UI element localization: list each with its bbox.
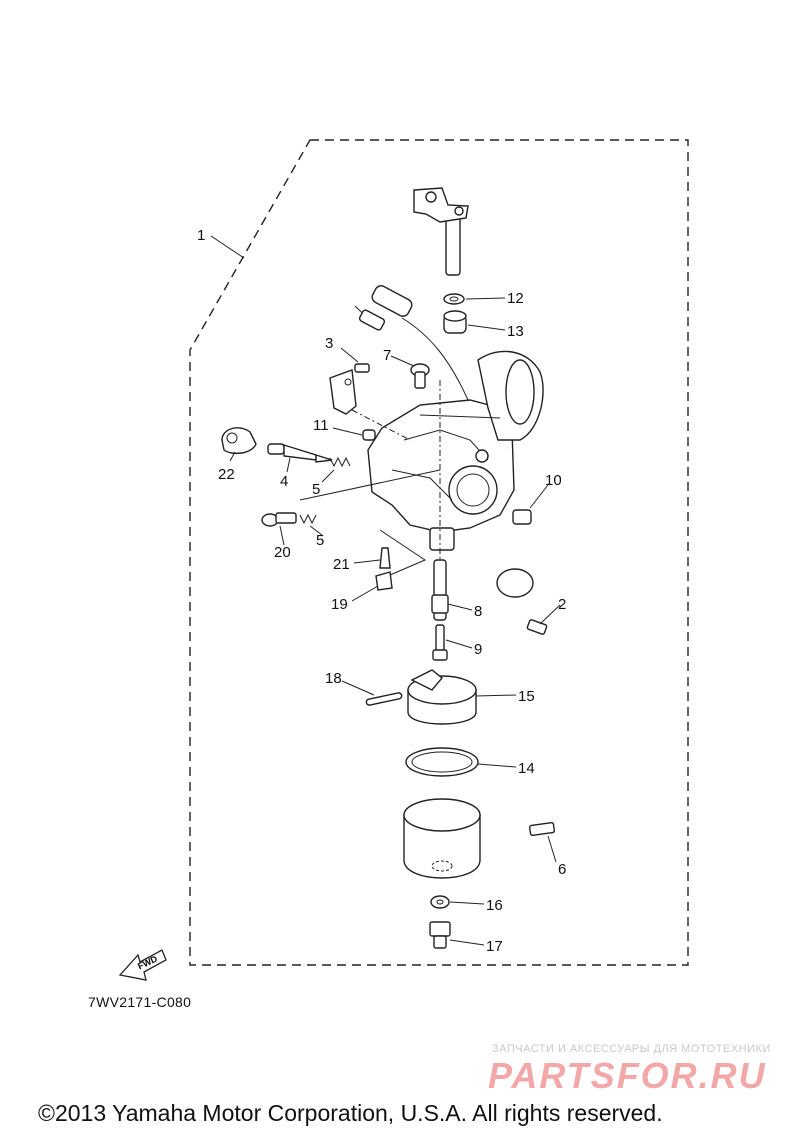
pin-part-18 [365, 692, 403, 706]
nozzle-part-8 [431, 559, 449, 621]
screw-part-20 [261, 512, 297, 527]
callout-5b: 5 [316, 532, 324, 549]
callout-labels: 1 2 3 4 5 5 6 7 8 9 10 11 12 13 14 15 16… [197, 227, 566, 955]
callout-19: 19 [331, 596, 348, 613]
drain-bolt-part-17 [429, 921, 451, 949]
callout-3: 3 [325, 335, 333, 352]
float-part-15 [407, 669, 477, 725]
vent-tube-part [354, 285, 469, 401]
callout-4: 4 [280, 473, 288, 490]
callout-1: 1 [197, 227, 205, 244]
callout-11: 11 [313, 417, 329, 434]
callout-9: 9 [474, 641, 482, 658]
callout-12: 12 [507, 290, 524, 307]
carburetor-body-part [367, 350, 544, 551]
washer-part-16 [430, 895, 450, 909]
callout-22: 22 [218, 466, 235, 483]
spring-part-5a [329, 456, 351, 468]
callout-15: 15 [518, 688, 535, 705]
screw-part-3 [354, 363, 370, 373]
leader-lines [210, 235, 561, 946]
jet-part-9 [432, 624, 448, 661]
plug-part-11 [362, 429, 376, 441]
copyright-notice: ©2013 Yamaha Motor Corporation, U.S.A. A… [38, 1100, 663, 1126]
watermark-tagline: ЗАПЧАСТИ И АКСЕССУАРЫ ДЛЯ МОТОТЕХНИКИ [492, 1043, 771, 1055]
callout-14: 14 [518, 760, 535, 777]
throttle-shaft-part [413, 187, 469, 276]
callout-18: 18 [325, 670, 342, 687]
spring-part-5b [299, 513, 317, 525]
washer-part-12 [443, 293, 465, 305]
callout-20: 20 [274, 544, 291, 561]
callout-21: 21 [333, 556, 350, 573]
callout-2: 2 [558, 596, 566, 613]
callout-6: 6 [558, 861, 566, 878]
callout-7: 7 [383, 347, 391, 364]
fwd-arrow-icon: FWD [118, 949, 167, 981]
jet-part-21 [379, 547, 391, 569]
callout-5a: 5 [312, 481, 320, 498]
callout-8: 8 [474, 603, 482, 620]
float-bowl-part [403, 798, 481, 879]
fitting-part-10 [512, 509, 532, 525]
gasket-part-14 [405, 747, 479, 777]
screw-part-7 [410, 363, 430, 389]
screw-part-6 [528, 821, 556, 837]
cover-plate-part [329, 369, 357, 415]
clip-part-19 [375, 571, 393, 591]
collar-part-13 [443, 310, 467, 334]
assembly-boundary [189, 139, 689, 966]
needle-screw-part-4 [267, 443, 333, 463]
screw-part-2 [526, 619, 548, 635]
watermark-brand: PARTSFOR.RU [488, 1055, 767, 1096]
knob-part-22 [221, 427, 257, 455]
callout-17: 17 [486, 938, 503, 955]
callout-16: 16 [486, 897, 503, 914]
callout-10: 10 [545, 472, 562, 489]
cap-disc-part [496, 568, 534, 598]
diagram-code: 7WV2171-C080 [88, 994, 192, 1010]
callout-13: 13 [507, 323, 524, 340]
